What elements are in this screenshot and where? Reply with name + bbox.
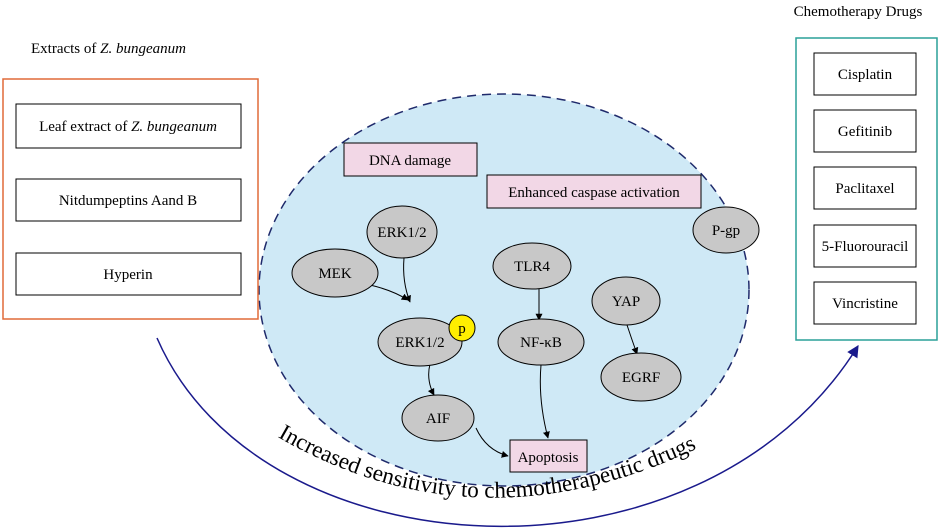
extract-box-leaf — [15, 103, 242, 149]
drug-label-paclitaxel: Paclitaxel — [835, 181, 894, 197]
arrow-nfkb-to-apoptosis — [539, 364, 550, 439]
arrow-mek-to-perk — [369, 284, 409, 301]
drug-label-gefitinib: Gefitinib — [838, 124, 892, 140]
sensitivity-arc-arrow — [156, 337, 859, 527]
node-yap — [591, 276, 661, 326]
drug-label-vincristine: Vincristine — [832, 296, 898, 312]
node-mek-label: MEK — [318, 266, 352, 282]
drug-label-fluorouracil: 5-Fluorouracil — [822, 239, 909, 255]
node-erk12-upstream — [366, 205, 438, 259]
phosphorylation-badge — [448, 314, 476, 342]
effect-box-apoptosis — [509, 439, 588, 473]
drug-box-gefitinib — [813, 109, 917, 153]
extract-label-hyperin: Hyperin — [103, 267, 153, 283]
drug-label-cisplatin: Cisplatin — [838, 67, 893, 83]
node-pgp-label: P-gp — [712, 223, 740, 239]
node-tlr4-label: TLR4 — [514, 259, 550, 275]
node-mek — [291, 248, 379, 298]
arrow-erk-to-perk — [403, 257, 411, 303]
drug-box-vincristine — [813, 281, 917, 325]
node-egrf-label: EGRF — [622, 370, 660, 386]
effect-box-dna-damage — [343, 142, 478, 177]
drug-box-cisplatin — [813, 52, 917, 96]
node-aif-label: AIF — [426, 411, 450, 427]
node-erk12-phospho-label: ERK1/2 — [395, 335, 444, 351]
phosphorylation-badge-label: p — [458, 321, 466, 337]
right-panel-title: Chemotherapy Drugs — [794, 4, 923, 20]
node-erk12-upstream-label: ERK1/2 — [377, 225, 426, 241]
node-tlr4 — [492, 242, 572, 290]
left-panel-title: Extracts of Z. bungeanum — [31, 41, 186, 57]
node-nfkb — [497, 318, 585, 366]
arrow-yap-to-egrf — [626, 324, 639, 355]
arrow-perk-to-aif — [427, 363, 435, 396]
node-pgp — [692, 206, 760, 254]
node-erk12-phospho — [377, 317, 463, 367]
extract-label-leaf: Leaf extract of Z. bungeanum — [39, 119, 217, 135]
drug-box-paclitaxel — [813, 166, 917, 210]
effect-label-dna-damage: DNA damage — [369, 153, 451, 169]
node-aif — [401, 394, 475, 442]
extract-box-nitdumpeptins — [15, 178, 242, 222]
node-nfkb-label: NF-κB — [520, 335, 562, 351]
effect-label-caspase: Enhanced caspase activation — [508, 185, 680, 201]
node-egrf — [600, 352, 682, 402]
effect-box-caspase — [486, 174, 702, 209]
drug-box-fluorouracil — [813, 224, 917, 268]
effect-label-apoptosis: Apoptosis — [518, 450, 579, 466]
extract-label-nitdumpeptins: Nitdumpeptins Aand B — [59, 193, 197, 209]
extract-box-hyperin — [15, 252, 242, 296]
arrow-aif-to-apoptosis — [475, 427, 509, 458]
node-yap-label: YAP — [612, 294, 640, 310]
